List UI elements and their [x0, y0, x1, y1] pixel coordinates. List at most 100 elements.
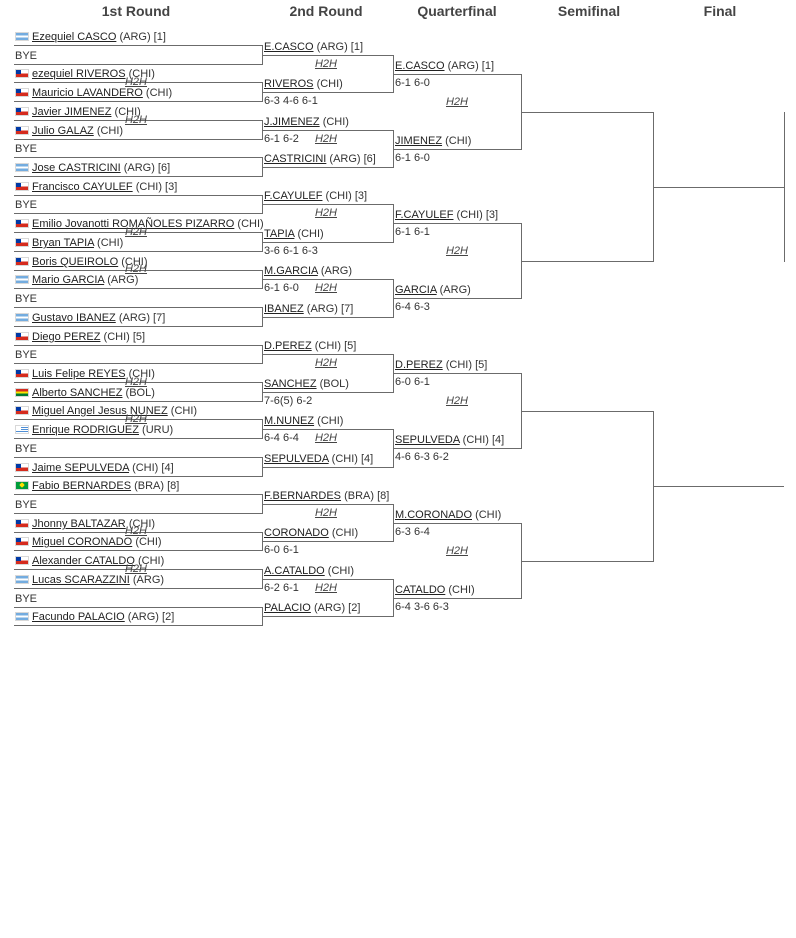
player-name-link[interactable]: Gustavo IBANEZ: [32, 312, 116, 324]
player-name-link[interactable]: Jaime SEPULVEDA: [32, 462, 130, 474]
first-round-entry[interactable]: Diego PEREZ (CHI) [5]: [15, 331, 145, 344]
player-name-link[interactable]: E.CASCO: [395, 60, 445, 72]
h2h-link[interactable]: H2H: [314, 507, 337, 519]
player-name-link[interactable]: Fabio BERNARDES: [32, 480, 132, 492]
player-name-link[interactable]: Javier JIMENEZ: [32, 106, 112, 118]
player-name-link[interactable]: SEPULVEDA: [395, 434, 460, 446]
player-name-link[interactable]: Diego PEREZ: [32, 331, 101, 343]
h2h-link[interactable]: H2H: [314, 282, 337, 294]
player-name-link[interactable]: Miguel CORONADO: [32, 536, 133, 548]
player-name-link[interactable]: F.BERNARDES: [264, 490, 342, 502]
player-name-link[interactable]: IBANEZ: [264, 303, 304, 315]
first-round-entry[interactable]: Boris QUEIROLO (CHI): [15, 256, 148, 269]
second-round-entry[interactable]: F.BERNARDES (BRA) [8]: [264, 490, 389, 503]
first-round-entry[interactable]: Luis Felipe REYES (CHI): [15, 368, 155, 381]
first-round-entry[interactable]: Alberto SANCHEZ (BOL): [15, 387, 155, 400]
first-round-entry[interactable]: Emilio Jovanotti ROMAÑOLES PIZARRO (CHI): [15, 218, 264, 231]
second-round-entry[interactable]: RIVEROS (CHI): [264, 78, 343, 91]
first-round-entry[interactable]: Mario GARCIA (ARG): [15, 274, 138, 287]
h2h-link[interactable]: H2H: [445, 395, 468, 407]
first-round-entry[interactable]: Francisco CAYULEF (CHI) [3]: [15, 181, 177, 194]
first-round-entry[interactable]: Alexander CATALDO (CHI): [15, 555, 164, 568]
h2h-link[interactable]: H2H: [314, 133, 337, 145]
first-round-entry[interactable]: BYE: [15, 499, 37, 512]
player-name-link[interactable]: F.CAYULEF: [395, 209, 454, 221]
player-name-link[interactable]: Julio GALAZ: [32, 125, 94, 137]
quarterfinal-entry[interactable]: CATALDO (CHI): [395, 584, 475, 597]
first-round-entry[interactable]: BYE: [15, 593, 37, 606]
quarterfinal-entry[interactable]: GARCIA (ARG): [395, 284, 471, 297]
player-name-link[interactable]: Bryan TAPIA: [32, 237, 94, 249]
h2h-link[interactable]: H2H: [445, 96, 468, 108]
first-round-entry[interactable]: Javier JIMENEZ (CHI): [15, 106, 141, 119]
h2h-link[interactable]: H2H: [445, 545, 468, 557]
player-name-link[interactable]: M.GARCIA: [264, 265, 318, 277]
player-name-link[interactable]: Jose CASTRICINI: [32, 162, 121, 174]
first-round-entry[interactable]: BYE: [15, 143, 37, 156]
second-round-entry[interactable]: A.CATALDO (CHI): [264, 565, 354, 578]
player-name-link[interactable]: D.PEREZ: [264, 340, 312, 352]
player-name-link[interactable]: Boris QUEIROLO: [32, 256, 119, 268]
player-name-link[interactable]: SANCHEZ: [264, 378, 317, 390]
h2h-link[interactable]: H2H: [124, 226, 147, 238]
player-name-link[interactable]: CORONADO: [264, 527, 329, 539]
player-name-link[interactable]: Alberto SANCHEZ: [32, 387, 123, 399]
first-round-entry[interactable]: ezequiel RIVEROS (CHI): [15, 68, 155, 81]
player-name-link[interactable]: Emilio Jovanotti ROMAÑOLES PIZARRO: [32, 218, 235, 230]
quarterfinal-entry[interactable]: SEPULVEDA (CHI) [4]: [395, 434, 504, 447]
second-round-entry[interactable]: M.GARCIA (ARG): [264, 265, 352, 278]
player-name-link[interactable]: Enrique RODRIGUEZ: [32, 424, 139, 436]
quarterfinal-entry[interactable]: D.PEREZ (CHI) [5]: [395, 359, 487, 372]
player-name-link[interactable]: A.CATALDO: [264, 565, 325, 577]
player-name-link[interactable]: CASTRICINI: [264, 153, 327, 165]
first-round-entry[interactable]: Ezequiel CASCO (ARG) [1]: [15, 31, 166, 44]
player-name-link[interactable]: E.CASCO: [264, 41, 314, 53]
first-round-entry[interactable]: BYE: [15, 349, 37, 362]
h2h-link[interactable]: H2H: [124, 563, 147, 575]
player-name-link[interactable]: PALACIO: [264, 602, 311, 614]
player-name-link[interactable]: Alexander CATALDO: [32, 555, 135, 567]
second-round-entry[interactable]: PALACIO (ARG) [2]: [264, 602, 360, 615]
second-round-entry[interactable]: CORONADO (CHI): [264, 527, 358, 540]
player-name-link[interactable]: CATALDO: [395, 584, 446, 596]
player-name-link[interactable]: Ezequiel CASCO: [32, 31, 117, 43]
h2h-link[interactable]: H2H: [314, 58, 337, 70]
h2h-link[interactable]: H2H: [314, 432, 337, 444]
h2h-link[interactable]: H2H: [124, 114, 147, 126]
player-name-link[interactable]: ezequiel RIVEROS: [32, 68, 126, 80]
first-round-entry[interactable]: Jose CASTRICINI (ARG) [6]: [15, 162, 170, 175]
player-name-link[interactable]: D.PEREZ: [395, 359, 443, 371]
quarterfinal-entry[interactable]: JIMENEZ (CHI): [395, 135, 471, 148]
first-round-entry[interactable]: BYE: [15, 443, 37, 456]
h2h-link[interactable]: H2H: [124, 413, 147, 425]
first-round-entry[interactable]: Fabio BERNARDES (BRA) [8]: [15, 480, 179, 493]
first-round-entry[interactable]: BYE: [15, 199, 37, 212]
h2h-link[interactable]: H2H: [445, 245, 468, 257]
h2h-link[interactable]: H2H: [314, 357, 337, 369]
player-name-link[interactable]: M.NUNEZ: [264, 415, 315, 427]
player-name-link[interactable]: Facundo PALACIO: [32, 611, 125, 623]
first-round-entry[interactable]: Miguel Angel Jesus NUNEZ (CHI): [15, 405, 197, 418]
second-round-entry[interactable]: F.CAYULEF (CHI) [3]: [264, 190, 367, 203]
first-round-entry[interactable]: Julio GALAZ (CHI): [15, 125, 123, 138]
h2h-link[interactable]: H2H: [314, 582, 337, 594]
first-round-entry[interactable]: BYE: [15, 50, 37, 63]
player-name-link[interactable]: SEPULVEDA: [264, 453, 329, 465]
second-round-entry[interactable]: CASTRICINI (ARG) [6]: [264, 153, 376, 166]
h2h-link[interactable]: H2H: [124, 263, 147, 275]
second-round-entry[interactable]: J.JIMENEZ (CHI): [264, 116, 349, 129]
second-round-entry[interactable]: TAPIA (CHI): [264, 228, 324, 241]
h2h-link[interactable]: H2H: [124, 376, 147, 388]
first-round-entry[interactable]: Facundo PALACIO (ARG) [2]: [15, 611, 174, 624]
first-round-entry[interactable]: BYE: [15, 293, 37, 306]
first-round-entry[interactable]: Lucas SCARAZZINI (ARG): [15, 574, 164, 587]
player-name-link[interactable]: Francisco CAYULEF: [32, 181, 133, 193]
second-round-entry[interactable]: IBANEZ (ARG) [7]: [264, 303, 353, 316]
quarterfinal-entry[interactable]: F.CAYULEF (CHI) [3]: [395, 209, 498, 222]
player-name-link[interactable]: Mario GARCIA: [32, 274, 105, 286]
second-round-entry[interactable]: M.NUNEZ (CHI): [264, 415, 343, 428]
player-name-link[interactable]: J.JIMENEZ: [264, 116, 320, 128]
h2h-link[interactable]: H2H: [124, 525, 147, 537]
player-name-link[interactable]: Jhonny BALTAZAR: [32, 518, 126, 530]
first-round-entry[interactable]: Enrique RODRIGUEZ (URU): [15, 424, 173, 437]
